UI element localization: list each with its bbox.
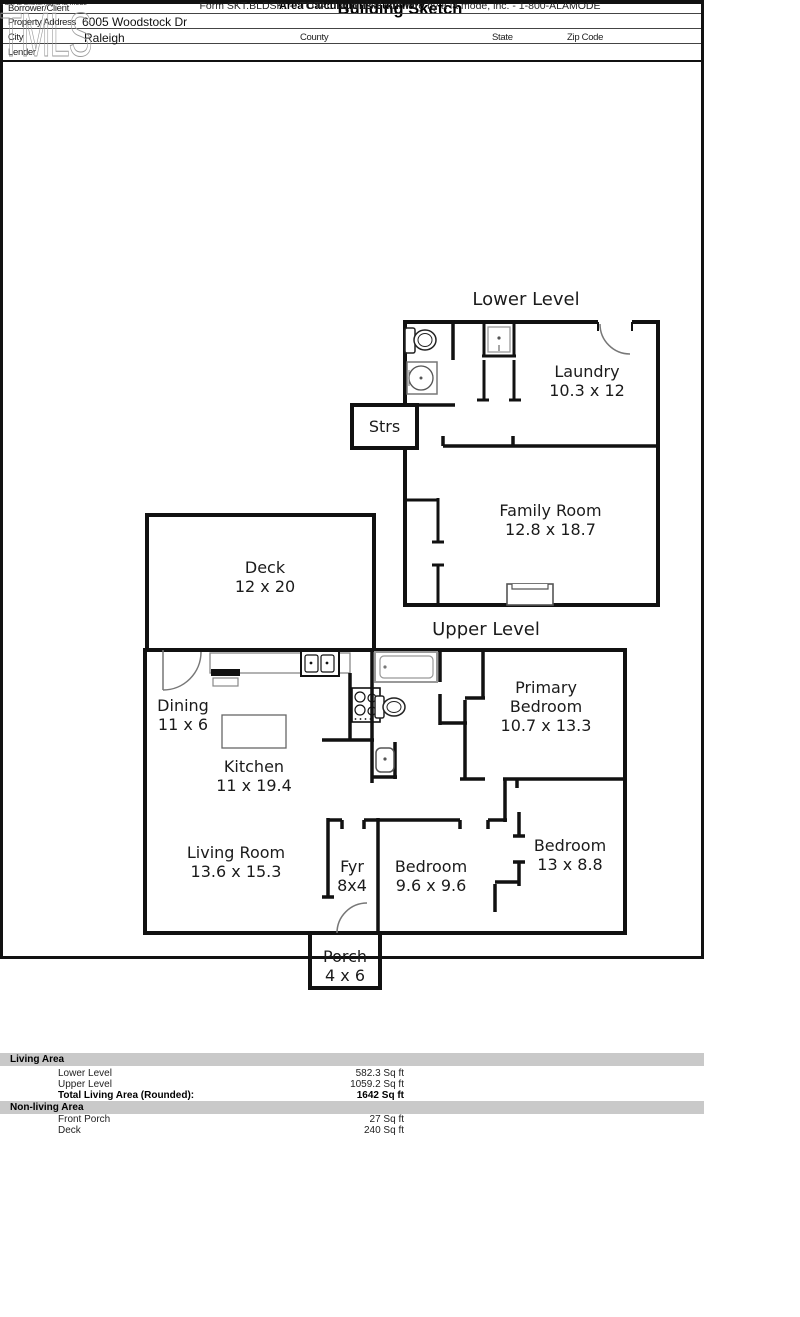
room-dims: 11 x 6 (157, 715, 209, 734)
wall (477, 322, 521, 402)
city-value: Raleigh (84, 31, 125, 45)
wall (405, 498, 444, 606)
room-dims: 13.6 x 15.3 (190, 862, 282, 881)
room-label-living-room: Living Room 13.6 x 15.3 (155, 843, 317, 881)
room-label-bedroom-mid: Bedroom 9.6 x 9.6 (382, 857, 480, 895)
wall (322, 673, 374, 742)
summary-row-label: Lower Level (58, 1068, 112, 1079)
room-name: Primary Bedroom (509, 678, 583, 716)
counter-appliance (212, 677, 239, 687)
wall (441, 436, 658, 448)
upper-level-plan (143, 513, 627, 990)
toilet-icon (404, 327, 437, 354)
room-name: Bedroom (394, 857, 468, 876)
lower-level-plan (350, 320, 660, 607)
room-label-primary-bedroom: Primary Bedroom 10.7 x 13.3 (490, 678, 602, 735)
kitchen-sink-icon (300, 650, 340, 677)
room-label-laundry: Laundry 10.3 x 12 (527, 362, 647, 400)
bathtub-icon (374, 651, 438, 683)
wall (143, 648, 627, 935)
room-name: Fyr (340, 857, 364, 876)
room-label-foyer: Fyr 8x4 (328, 857, 376, 895)
total-living-area-label: Total Living Area (Rounded): (58, 1090, 195, 1101)
room-dims: 12 x 20 (234, 577, 296, 596)
room-dims: 4 x 6 (325, 966, 365, 985)
summary-row-label: Front Porch (58, 1114, 111, 1125)
living-area-header: Living Area (10, 1054, 65, 1065)
room-name: Kitchen (223, 757, 285, 776)
nonliving-area-header: Non-living Area (10, 1102, 84, 1113)
room-label-strs: Strs (352, 417, 417, 436)
wall (460, 777, 625, 822)
room-dims: 10.3 x 12 (549, 381, 625, 400)
door-jamb (597, 322, 633, 331)
summary-row-value: 582.3 Sq ft (355, 1068, 404, 1079)
room-dims: 8x4 (337, 876, 367, 895)
wall (322, 812, 525, 935)
summary-row-value: 1059.2 Sq ft (350, 1079, 404, 1090)
total-living-area-value: 1642 Sq ft (356, 1090, 404, 1101)
closet-door-icon (487, 326, 511, 353)
door-arc (336, 902, 368, 934)
borrower-label: Borrower/Client (8, 3, 69, 14)
room-name: Dining (157, 696, 209, 715)
stairs-room-outline (350, 403, 419, 450)
room-label-deck: Deck 12 x 20 (205, 558, 325, 596)
lender-label: Lender (8, 47, 36, 58)
living-area-header-band: Living Area (0, 1053, 704, 1066)
sink-icon (406, 361, 438, 395)
property-address-label: Property Address (8, 17, 77, 28)
county-label: County (300, 32, 329, 43)
summary-bar (0, 0, 704, 4)
room-name: Family Room (499, 501, 602, 520)
summary-row-label: Deck (58, 1125, 81, 1136)
toilet-icon (374, 695, 406, 719)
wall (370, 650, 485, 783)
lower-level-title: Lower Level (472, 289, 580, 310)
kitchen-island (221, 714, 287, 749)
stove-icon (351, 687, 381, 723)
form-footer-text: Form SKT.BLDSKI - "TOTAL" appraisal soft… (199, 0, 601, 12)
room-label-kitchen: Kitchen 11 x 19.4 (194, 757, 314, 795)
room-dims: 9.6 x 9.6 (395, 876, 467, 895)
state-label: State (492, 32, 513, 43)
kitchen-counter (209, 652, 351, 674)
room-dims: 11 x 19.4 (216, 776, 292, 795)
room-name: Strs (368, 417, 401, 436)
summary-row-value: 240 Sq ft (363, 1125, 404, 1136)
room-label-family-room: Family Room 12.8 x 18.7 (478, 501, 623, 539)
room-name: Deck (244, 558, 286, 577)
sink-icon (375, 747, 395, 773)
room-label-bedroom-right: Bedroom 13 x 8.8 (520, 836, 620, 874)
door-arc (162, 650, 202, 691)
city-label: City (8, 32, 24, 43)
summary-row-value: 27 Sq ft (369, 1114, 404, 1125)
room-dims: 13 x 8.8 (537, 855, 603, 874)
room-dims: 12.8 x 18.7 (505, 520, 596, 539)
property-address-value: 6005 Woodstock Dr (82, 15, 188, 29)
room-name: Laundry (554, 362, 620, 381)
door-arc (599, 323, 631, 355)
porch-outline (308, 931, 382, 990)
room-label-dining: Dining 11 x 6 (133, 696, 233, 734)
nonliving-area-header-band: Non-living Area (0, 1101, 704, 1114)
upper-level-title: Upper Level (432, 619, 540, 640)
zip-code-label: Zip Code (567, 32, 604, 43)
room-name: Bedroom (533, 836, 607, 855)
room-dims: 10.7 x 13.3 (500, 716, 592, 735)
counter-appliance (211, 669, 240, 676)
room-name: Porch (322, 947, 368, 966)
summary-row-label: Upper Level (58, 1079, 112, 1090)
fireplace-icon (506, 583, 554, 606)
room-label-porch: Porch 4 x 6 (310, 947, 380, 985)
tmls-watermark: TMLS (0, 1, 93, 71)
room-name: Living Room (186, 843, 286, 862)
